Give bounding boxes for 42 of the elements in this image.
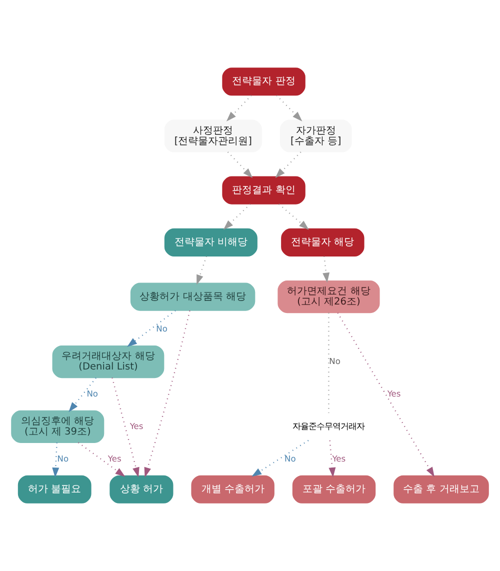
- arrow: [226, 95, 252, 122]
- node-box: 허가 불필요: [18, 475, 92, 504]
- node-box: 우려거래대상자 해당 (Denial List): [52, 345, 164, 378]
- arrow: [196, 256, 208, 285]
- edge-label: No: [156, 323, 168, 334]
- node-box: 사정판정 [전략물자관리원]: [164, 120, 262, 152]
- edge-label: No: [86, 388, 98, 398]
- node-box: 전략물자 해당: [281, 228, 364, 256]
- node-box: 허가면제요건 해당 (고시 제26조): [278, 280, 380, 314]
- node-box: 의심징후에 해당 (고시 제 39조): [11, 410, 104, 444]
- arrow: [78, 442, 126, 477]
- arrow: [144, 310, 190, 478]
- arrow: [328, 440, 336, 478]
- arrow: [322, 256, 330, 283]
- edge-label: Yes: [130, 420, 144, 431]
- edge-label: No: [329, 356, 340, 366]
- arrow: [227, 152, 253, 178]
- arrow: [112, 378, 140, 478]
- node-box: 수출 후 거래보고: [394, 475, 489, 504]
- arrow: [278, 204, 309, 230]
- node-text: 자율준수무역거래자: [292, 420, 365, 431]
- edge-label: No: [284, 453, 296, 464]
- edge-label: Yes: [332, 453, 346, 464]
- node-box: 전략물자 비해당: [164, 228, 258, 256]
- arrow: [127, 310, 176, 347]
- node-box: 개별 수출허가: [191, 475, 274, 504]
- arrow: [68, 378, 96, 412]
- arrow: [276, 95, 302, 122]
- node-box: 자가판정 [수출자 등]: [280, 120, 352, 152]
- arrow: [275, 152, 302, 178]
- arrow: [337, 312, 434, 478]
- node-box: 전략물자 판정: [222, 68, 306, 96]
- arrow: [252, 440, 309, 477]
- node-box: 포괄 수출허가: [292, 475, 376, 504]
- edge-label: Yes: [108, 453, 122, 464]
- edge-label: Yes: [387, 388, 401, 398]
- node-box: 상황 허가: [110, 475, 174, 504]
- node-box: 상황허가 대상품목 해당: [130, 282, 256, 311]
- node-box: 판정결과 확인: [222, 176, 306, 204]
- arrow: [52, 442, 60, 478]
- edge-label: No: [57, 453, 69, 464]
- arrow: [223, 204, 251, 230]
